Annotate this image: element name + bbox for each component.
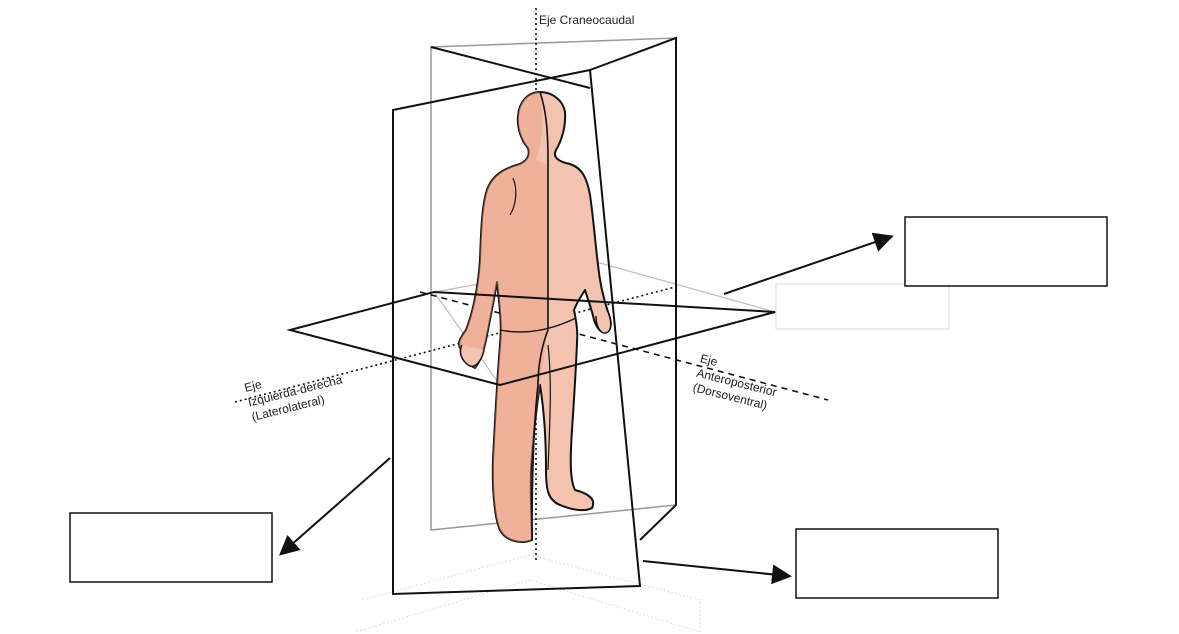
answer-box-lower-left[interactable] — [69, 512, 273, 583]
figure-pelvis-line — [499, 317, 577, 333]
ghost-shape — [361, 554, 701, 632]
answer-box-upper-right[interactable] — [904, 216, 1108, 287]
anteroposterior-axis-label: Eje Anteroposterior (Dorsoventral) — [692, 351, 779, 412]
ghost-box — [775, 283, 950, 330]
left-right-axis-label-line1: Eje — [243, 377, 264, 395]
planes-front — [286, 36, 776, 596]
figure-shadow — [459, 92, 548, 542]
sagittal-plane-front-2 — [589, 36, 677, 541]
coronal-plane — [392, 68, 642, 596]
human-figure — [458, 91, 612, 543]
craniocaudal-axis-label: Eje Craneocaudal — [539, 13, 634, 27]
arrow-to-lower-right-box — [642, 560, 792, 585]
arrow-to-lower-left-box — [278, 457, 391, 556]
answer-box-lower-right[interactable] — [795, 528, 999, 599]
anteroposterior-axis-label-line1: Eje — [699, 351, 720, 369]
figure-midline — [531, 91, 549, 541]
figure-right-hand — [595, 311, 612, 334]
arrow-to-upper-right-box — [723, 232, 894, 295]
left-right-axis-label: Eje Izquierda-derecha (Laterolateral) — [243, 372, 344, 424]
figure-chest-line — [509, 177, 517, 216]
transverse-plane — [286, 290, 776, 387]
ghost-shape-2 — [355, 579, 701, 633]
figure-body — [458, 91, 612, 543]
figure-leg-line — [547, 344, 551, 471]
sagittal-plane-front — [430, 46, 591, 89]
figure-left-hand — [459, 344, 485, 368]
left-right-axis-line — [234, 286, 676, 403]
